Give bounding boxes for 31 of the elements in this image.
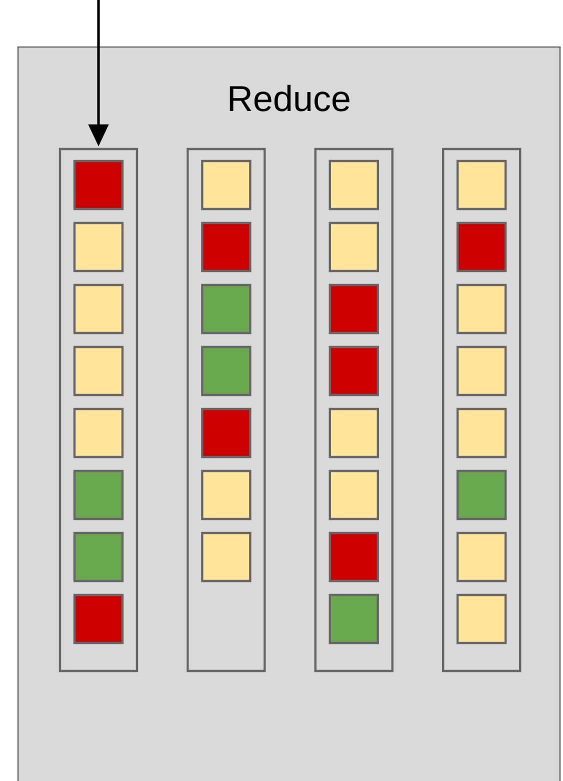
- square: [328, 284, 379, 334]
- square: [73, 532, 124, 582]
- square: [328, 532, 379, 582]
- square: [328, 408, 379, 458]
- square: [73, 470, 124, 520]
- square: [73, 160, 124, 210]
- square: [456, 284, 507, 334]
- square: [201, 222, 252, 272]
- square: [328, 160, 379, 210]
- square: [73, 594, 124, 644]
- square: [201, 532, 252, 582]
- square: [201, 160, 252, 210]
- square: [456, 346, 507, 396]
- square: [201, 346, 252, 396]
- square: [456, 594, 507, 644]
- square: [456, 532, 507, 582]
- square: [201, 470, 252, 520]
- square: [73, 346, 124, 396]
- square: [201, 284, 252, 334]
- square: [201, 408, 252, 458]
- square: [73, 284, 124, 334]
- square: [456, 470, 507, 520]
- square: [456, 408, 507, 458]
- square: [456, 222, 507, 272]
- square: [73, 222, 124, 272]
- square: [328, 594, 379, 644]
- square: [456, 160, 507, 210]
- square: [328, 222, 379, 272]
- square: [328, 346, 379, 396]
- square: [73, 408, 124, 458]
- square: [328, 470, 379, 520]
